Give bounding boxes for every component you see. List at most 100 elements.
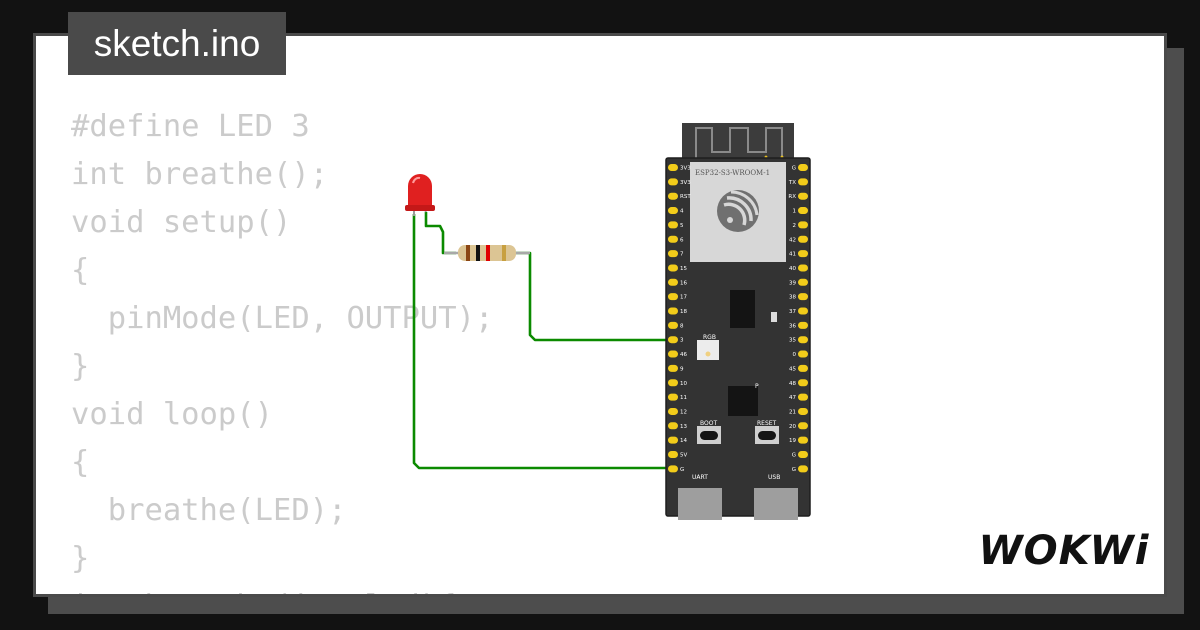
left-pin-17[interactable]	[668, 407, 678, 415]
espressif-logo-icon	[717, 190, 759, 232]
right-pin-2[interactable]	[798, 192, 808, 200]
right-pin-10[interactable]	[798, 307, 808, 315]
left-pin-label: 4	[680, 209, 684, 215]
usb-label: USB	[768, 474, 780, 481]
right-pin-17[interactable]	[798, 407, 808, 415]
right-pin-label: 20	[789, 424, 796, 430]
right-pin-15[interactable]	[798, 379, 808, 387]
usb-port[interactable]	[754, 488, 798, 520]
right-pin-3[interactable]	[798, 207, 808, 215]
resistor[interactable]	[444, 245, 530, 261]
left-pin-4[interactable]	[668, 221, 678, 229]
right-pin-18[interactable]	[798, 422, 808, 430]
right-pin-label: 0	[793, 352, 797, 358]
file-tab[interactable]: sketch.ino	[68, 12, 286, 75]
left-pin-21[interactable]	[668, 465, 678, 473]
right-pin-4[interactable]	[798, 221, 808, 229]
rgb-label: RGB	[703, 334, 716, 341]
left-pin-label: 12	[680, 409, 687, 415]
left-pin-18[interactable]	[668, 422, 678, 430]
left-pin-label: 16	[680, 280, 687, 286]
left-pin-9[interactable]	[668, 293, 678, 301]
left-pin-12[interactable]	[668, 336, 678, 344]
left-pin-label: 5	[680, 223, 684, 229]
left-pin-label: 9	[680, 366, 684, 372]
antenna-area	[682, 123, 794, 161]
left-pin-8[interactable]	[668, 278, 678, 286]
left-pin-1[interactable]	[668, 178, 678, 186]
left-pin-16[interactable]	[668, 393, 678, 401]
left-pin-label: G	[680, 467, 684, 473]
right-pin-5[interactable]	[798, 235, 808, 243]
right-pin-label: G	[792, 467, 796, 473]
left-pin-13[interactable]	[668, 350, 678, 358]
left-pin-20[interactable]	[668, 451, 678, 458]
right-pin-label: 45	[789, 366, 796, 372]
red-led[interactable]	[405, 174, 435, 216]
uart-usb-port[interactable]	[678, 488, 722, 520]
right-pin-13[interactable]	[798, 350, 808, 358]
left-pin-label: 10	[680, 381, 687, 387]
right-pin-11[interactable]	[798, 321, 808, 329]
code-line: void setup()	[71, 205, 292, 240]
uart-label: UART	[692, 474, 708, 481]
right-pin-label: 19	[789, 438, 796, 444]
left-pin-label: 17	[680, 295, 687, 301]
right-pin-0[interactable]	[798, 164, 808, 171]
right-pin-label: 2	[793, 223, 797, 229]
right-pin-14[interactable]	[798, 364, 808, 372]
left-pin-2[interactable]	[668, 192, 678, 200]
left-pin-label: 46	[680, 352, 687, 358]
right-pin-label: 40	[789, 266, 796, 272]
right-pin-16[interactable]	[798, 393, 808, 401]
right-pin-8[interactable]	[798, 278, 808, 286]
right-pin-20[interactable]	[798, 451, 808, 458]
left-pin-19[interactable]	[668, 436, 678, 444]
right-pin-6[interactable]	[798, 250, 808, 258]
right-pin-19[interactable]	[798, 436, 808, 444]
left-pin-label: 6	[680, 237, 684, 243]
code-line: void loop()	[71, 397, 273, 432]
left-pin-label: 8	[680, 323, 684, 329]
code-line: #define LED 3	[71, 109, 310, 144]
rgb-led	[697, 340, 719, 360]
left-pin-11[interactable]	[668, 321, 678, 329]
left-pin-14[interactable]	[668, 364, 678, 372]
right-pin-7[interactable]	[798, 264, 808, 272]
esp32-s3-board[interactable]: ESP32-S3-WROOM-1 RGB P BOOT RESET UART U…	[665, 123, 811, 520]
left-pin-6[interactable]	[668, 250, 678, 258]
code-line: breathe(LED);	[71, 493, 347, 528]
right-pin-label: 37	[789, 309, 796, 315]
left-pin-label: RST	[680, 194, 691, 200]
left-pin-0[interactable]	[668, 164, 678, 171]
left-pin-label: 3	[680, 338, 684, 344]
right-pin-9[interactable]	[798, 293, 808, 301]
left-pin-3[interactable]	[668, 207, 678, 215]
left-pin-7[interactable]	[668, 264, 678, 272]
code-line: int breathe();	[71, 157, 329, 192]
right-pin-1[interactable]	[798, 178, 808, 186]
wire-led-gnd	[412, 214, 672, 470]
right-pin-label: 36	[789, 323, 796, 329]
code-line: }	[71, 349, 90, 384]
right-pin-label: 38	[789, 295, 796, 301]
left-pin-15[interactable]	[668, 379, 678, 387]
right-pin-label: 35	[789, 338, 796, 344]
right-pin-label: 1	[793, 209, 797, 215]
left-pin-label: 5V	[680, 453, 687, 459]
left-pin-label: 11	[680, 395, 687, 401]
left-pin-label: 3V3	[680, 166, 691, 172]
usb-chip	[728, 386, 758, 416]
smd-led	[771, 312, 777, 322]
right-pin-12[interactable]	[798, 336, 808, 344]
right-pin-label: G	[792, 453, 796, 459]
left-pin-10[interactable]	[668, 307, 678, 315]
right-pin-label: 41	[789, 252, 796, 258]
wire-resistor-gpio3	[514, 251, 672, 342]
code-line: int breathe(int led){	[71, 583, 493, 594]
code-line: pinMode(LED, OUTPUT);	[71, 301, 494, 336]
left-pin-5[interactable]	[668, 235, 678, 243]
right-pin-21[interactable]	[798, 465, 808, 473]
wokwi-logo: WOKWi	[979, 528, 1149, 574]
wire-led-anode	[424, 212, 456, 255]
